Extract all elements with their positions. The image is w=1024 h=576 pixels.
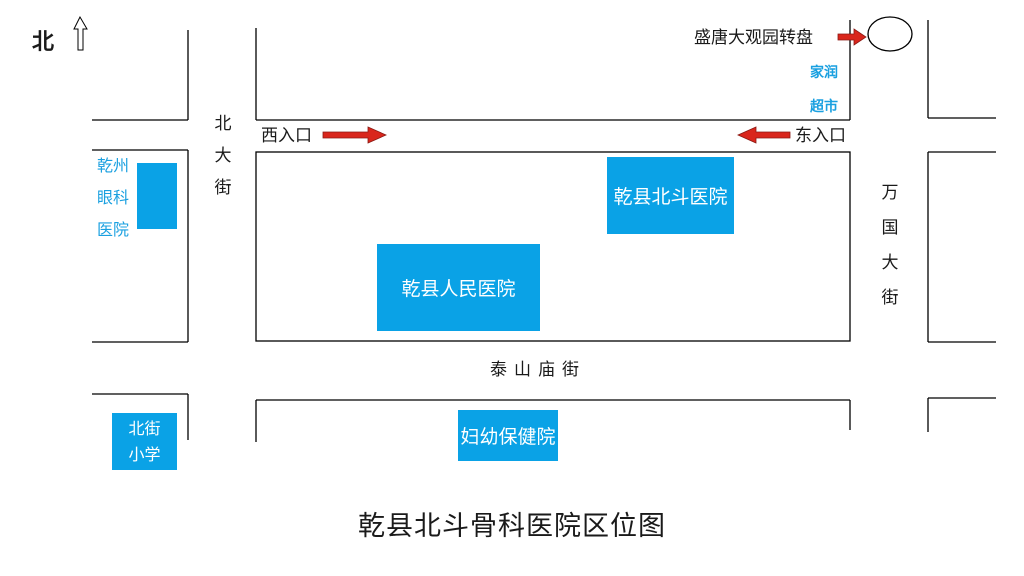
map-title: 乾县北斗骨科医院区位图 [358,511,666,542]
supermarket-label: 家润 超市 [810,65,838,115]
roundabout-arrow-icon [837,28,867,46]
north-arrow-icon [73,15,88,51]
roundabout-icon [867,16,913,52]
maternal-child-hospital-building: 妇幼保健院 [458,410,558,461]
eye-hospital-label: 乾州 眼科 医院 [97,156,130,239]
beijie-school-building: 北街 小学 [112,413,177,470]
west-entrance-label: 西入口 [261,126,312,146]
roundabout-label: 盛唐大观园转盘 [694,28,813,48]
eye-hospital-building [137,163,177,229]
east-entrance-label: 东入口 [795,126,846,146]
beidou-hospital-building: 乾县北斗医院 [607,157,734,234]
west-entrance-arrow-icon [322,126,387,144]
street-label-taishanmiao-jie: 泰山庙街 [490,360,586,380]
peoples-hospital-building: 乾县人民医院 [377,244,540,331]
block-rect [255,151,851,342]
east-entrance-arrow-icon [737,126,791,144]
street-label-wanguo-dajie: 万 国 大 街 [881,183,899,308]
street-label-bei-dajie: 北 大 街 [214,114,232,198]
compass-label: 北 [32,30,55,55]
